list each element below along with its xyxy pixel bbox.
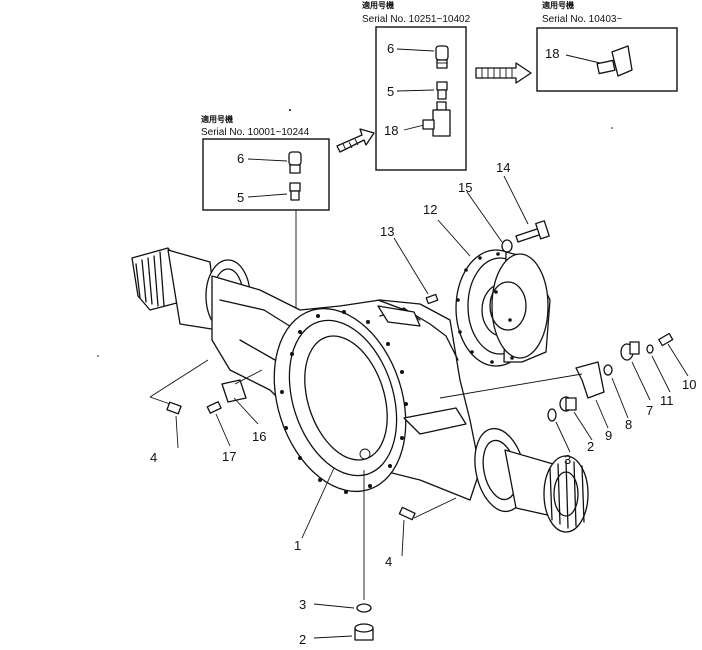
right-inset-box — [536, 27, 678, 92]
middle-inset-part-18: 18 — [384, 123, 398, 138]
plate-part-16-icon — [221, 379, 247, 403]
callout-10: 10 — [682, 377, 696, 392]
left-inset-box — [202, 138, 330, 211]
callout-14: 14 — [496, 160, 510, 175]
left-inset-jp-label: 適用号機 — [201, 114, 233, 124]
oring-part-8-icon — [603, 364, 613, 376]
oring-part-3-right-icon — [547, 408, 557, 422]
elbow-part-18-icon — [422, 101, 451, 137]
left-inset-part-5: 5 — [237, 190, 244, 205]
plug-part-6-left-icon — [288, 151, 302, 174]
callout-8: 8 — [625, 417, 632, 432]
left-inset-part-6: 6 — [237, 151, 244, 166]
fitting-part-5-left-icon — [289, 182, 301, 201]
left-inset-serial: Serial No. 10001~10244 — [201, 127, 310, 138]
bolt-part-4-left-icon — [166, 401, 182, 415]
callout-12: 12 — [423, 202, 437, 217]
callout-11: 11 — [660, 393, 674, 408]
middle-inset-part-5: 5 — [387, 84, 394, 99]
washer-part-15-icon — [501, 239, 513, 253]
axle-housing — [131, 247, 589, 533]
upgrade-arrow-icon — [336, 128, 375, 153]
callout-15: 15 — [458, 180, 472, 195]
right-inset-jp-label: 適用号機 — [542, 0, 574, 10]
end-cover-part-12 — [455, 249, 551, 367]
washer-part-11-icon — [646, 344, 654, 354]
callout-3-lower: 3 — [299, 597, 306, 612]
plug-part-2-lower-icon — [354, 623, 374, 641]
right-inset-part-18: 18 — [545, 46, 559, 61]
bracket-part-9-icon — [575, 361, 605, 399]
bolt-part-14-icon — [515, 220, 550, 243]
fitting-part-5-icon — [436, 81, 448, 100]
callout-3-right: 3 — [564, 452, 571, 467]
middle-inset-part-6: 6 — [387, 41, 394, 56]
callout-13: 13 — [380, 224, 394, 239]
callout-9: 9 — [605, 428, 612, 443]
upgrade-arrow-2-icon — [475, 62, 532, 84]
callout-2-lower: 2 — [299, 632, 306, 647]
plug-part-2-right-icon — [559, 396, 577, 412]
oring-part-3-lower-icon — [356, 603, 372, 613]
callout-17: 17 — [222, 449, 236, 464]
bolt-part-17-icon — [206, 401, 222, 414]
callout-4-lower: 4 — [385, 554, 392, 569]
middle-inset-jp-label: 適用号機 — [362, 0, 394, 10]
pin-part-13-icon — [425, 293, 439, 305]
callout-7: 7 — [646, 403, 653, 418]
bolt-part-4-lower-icon — [398, 506, 416, 521]
elbow-part-18-right-icon — [596, 45, 633, 77]
middle-inset-box — [375, 26, 467, 171]
middle-inset-serial: Serial No. 10251~10402 — [362, 14, 471, 25]
callout-2-right: 2 — [587, 439, 594, 454]
bolt-part-10-icon — [658, 332, 674, 347]
callout-16: 16 — [252, 429, 266, 444]
fitting-part-7-icon — [620, 341, 640, 361]
right-inset-serial: Serial No. 10403~ — [542, 14, 622, 25]
callout-4-left: 4 — [150, 450, 157, 465]
callout-1: 1 — [294, 538, 301, 553]
plug-part-6-icon — [435, 45, 449, 69]
